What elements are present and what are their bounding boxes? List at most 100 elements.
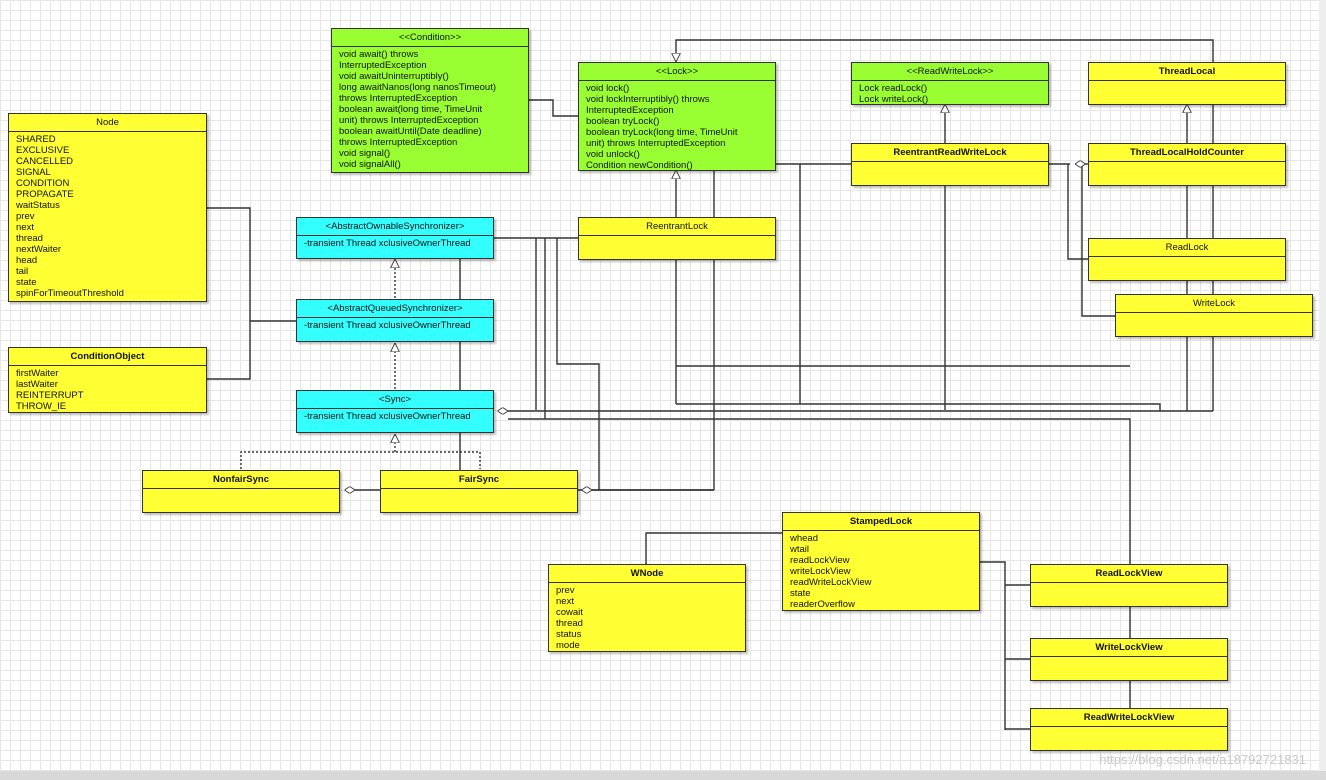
class-abstract-ownable-synchronizer[interactable]: <AbstractOwnableSynchronizer> -transient…	[296, 217, 494, 259]
wnode-member: cowait	[556, 607, 583, 618]
wnode-members: prev next cowait thread status mode	[549, 582, 745, 653]
aqs-title: <AbstractQueuedSynchronizer>	[327, 303, 463, 314]
class-abstract-queued-synchronizer[interactable]: <AbstractQueuedSynchronizer> -transient …	[296, 299, 494, 342]
nonfair-sync-members	[143, 488, 339, 503]
interface-lock[interactable]: <<Lock>> void lock() void lockInterrupti…	[578, 62, 776, 171]
write-lock-view-members	[1031, 656, 1227, 671]
class-read-lock-view[interactable]: ReadLockView	[1030, 564, 1228, 607]
condition-member: void await() throws	[339, 49, 419, 60]
reentrant-lock-members	[579, 235, 775, 250]
vertical-scrollbar[interactable]	[1319, 0, 1326, 771]
sync-members: -transient Thread xclusiveOwnerThread	[297, 408, 493, 424]
class-write-lock[interactable]: WriteLock	[1115, 294, 1313, 337]
write-lock-title: WriteLock	[1192, 298, 1236, 309]
edge-lock-box	[676, 403, 1161, 411]
node-title: Node	[96, 117, 119, 128]
condition-member: unit) throws InterruptedException	[339, 115, 479, 126]
node-member: PROPAGATE	[16, 189, 74, 200]
node-member: SIGNAL	[16, 167, 51, 178]
condition-member: boolean awaitUntil(Date deadline)	[339, 126, 482, 137]
node-member: SHARED	[16, 134, 56, 145]
condition-object-members: firstWaiter lastWaiter REINTERRUPT THROW…	[9, 365, 206, 414]
class-stamped-lock[interactable]: StampedLock whead wtail readLockView wri…	[782, 512, 980, 611]
sync-member: -transient Thread xclusiveOwnerThread	[304, 411, 471, 422]
stamped-lock-members: whead wtail readLockView writeLockView r…	[783, 530, 979, 612]
nonfair-sync-title: NonfairSync	[213, 474, 269, 485]
class-wnode[interactable]: WNode prev next cowait thread status mod…	[548, 564, 746, 652]
node-member: next	[16, 222, 34, 233]
reentrant-read-write-lock-title: ReentrantReadWriteLock	[893, 147, 1007, 158]
condition-object-member: firstWaiter	[16, 368, 59, 379]
class-reentrant-lock[interactable]: ReentrantLock	[578, 217, 776, 260]
class-write-lock-view[interactable]: WriteLockView	[1030, 638, 1228, 681]
stamped-lock-title: StampedLock	[849, 516, 913, 527]
read-lock-view-members	[1031, 582, 1227, 597]
node-member: CONDITION	[16, 178, 70, 189]
edge-lock-condition	[529, 100, 578, 117]
class-node[interactable]: Node SHARED EXCLUSIVE CANCELLED SIGNAL C…	[8, 113, 207, 302]
class-thread-local[interactable]: ThreadLocal	[1088, 62, 1286, 105]
stamped-lock-member: state	[790, 588, 811, 599]
edge-stamped-views	[980, 561, 1006, 730]
read-write-lock-view-title: ReadWriteLockView	[1083, 712, 1175, 723]
lock-member: boolean tryLock()	[586, 116, 660, 127]
stamped-lock-member: wtail	[790, 544, 810, 555]
class-thread-local-hold-counter[interactable]: ThreadLocalHoldCounter	[1088, 143, 1286, 186]
stamped-lock-member: readerOverflow	[790, 599, 855, 610]
thread-local-hold-counter-title: ThreadLocalHoldCounter	[1129, 147, 1244, 158]
thread-local-members	[1089, 80, 1285, 95]
edge-condobj-aqs	[208, 321, 251, 379]
lock-member: Condition newCondition()	[586, 160, 693, 171]
lock-member: void lock()	[586, 83, 630, 94]
class-sync[interactable]: <Sync> -transient Thread xclusiveOwnerTh…	[296, 390, 494, 433]
class-fair-sync[interactable]: FairSync	[380, 470, 578, 513]
watermark: https://blog.csdn.net/a18792721831	[1099, 752, 1306, 767]
class-condition-object[interactable]: ConditionObject firstWaiter lastWaiter R…	[8, 347, 207, 413]
wnode-title: WNode	[630, 568, 664, 579]
condition-object-member: REINTERRUPT	[16, 390, 84, 401]
condition-member: long awaitNanos(long nanosTimeout)	[339, 82, 497, 93]
read-lock-view-title: ReadLockView	[1095, 568, 1163, 579]
stamped-lock-member: writeLockView	[790, 566, 851, 577]
stamped-lock-member: readLockView	[790, 555, 850, 566]
write-lock-members	[1116, 312, 1312, 327]
read-write-lock-view-members	[1031, 726, 1227, 741]
node-member: nextWaiter	[16, 244, 62, 255]
interface-read-write-lock[interactable]: <<ReadWriteLock>> Lock readLock() Lock w…	[851, 62, 1049, 105]
read-write-lock-members: Lock readLock() Lock writeLock()	[852, 80, 1048, 107]
node-member: thread	[16, 233, 43, 244]
aos-title: <AbstractOwnableSynchronizer>	[325, 221, 465, 232]
node-member: spinForTimeoutThreshold	[16, 288, 124, 299]
condition-member: boolean await(long time, TimeUnit	[339, 104, 483, 115]
wnode-member: status	[556, 629, 582, 640]
read-write-lock-member: Lock writeLock()	[859, 94, 929, 105]
wnode-member: thread	[556, 618, 583, 629]
lock-member: InterruptedException	[586, 105, 674, 116]
wnode-member: next	[556, 596, 574, 607]
node-member: waitStatus	[16, 200, 60, 211]
class-read-lock[interactable]: ReadLock	[1088, 238, 1286, 281]
node-member: EXCLUSIVE	[16, 145, 70, 156]
class-reentrant-read-write-lock[interactable]: ReentrantReadWriteLock	[851, 143, 1049, 186]
condition-object-member: lastWaiter	[16, 379, 58, 390]
interface-condition[interactable]: <<Condition>> void await() throws Interr…	[331, 28, 529, 173]
node-member: CANCELLED	[16, 156, 74, 167]
wnode-member: prev	[556, 585, 575, 596]
lock-member: void lockInterruptibly() throws	[586, 94, 710, 105]
condition-member: void signalAll()	[339, 159, 401, 170]
reentrant-lock-title: ReentrantLock	[646, 221, 708, 232]
node-member: state	[16, 277, 37, 288]
condition-member: void awaitUninterruptibly()	[339, 71, 449, 82]
node-member: prev	[16, 211, 35, 222]
edge-lock-rrwl	[713, 163, 851, 490]
condition-members: void await() throws InterruptedException…	[332, 46, 528, 172]
fair-sync-members	[381, 488, 577, 503]
class-nonfair-sync[interactable]: NonfairSync	[142, 470, 340, 513]
wnode-member: mode	[556, 640, 580, 651]
horizontal-scrollbar[interactable]	[0, 771, 1326, 780]
condition-title: <<Condition>>	[398, 32, 462, 43]
class-read-write-lock-view[interactable]: ReadWriteLockView	[1030, 708, 1228, 751]
sync-title: <Sync>	[378, 394, 412, 405]
condition-member: InterruptedException	[339, 60, 427, 71]
edge-stamped-wnode	[646, 532, 782, 563]
